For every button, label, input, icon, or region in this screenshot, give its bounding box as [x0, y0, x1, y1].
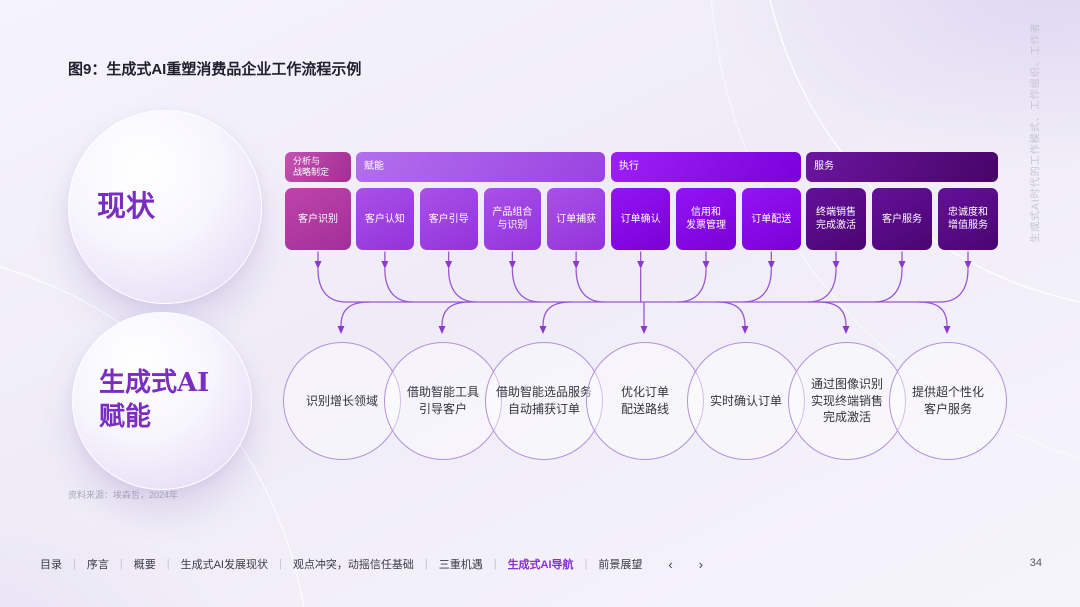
footer-separator: |: [119, 558, 123, 570]
footer-nav-item[interactable]: 生成式AI发展现状: [180, 559, 268, 571]
footer-nav-item[interactable]: 序言: [86, 559, 109, 571]
workflow-box: 产品组合 与识别: [483, 188, 542, 250]
phase-header: 执行: [611, 152, 801, 182]
phase-box-row: 客户认知客户引导产品组合 与识别订单捕获: [356, 188, 605, 250]
footer-nav-item[interactable]: 三重机遇: [438, 559, 483, 571]
figure-number: 图9：: [68, 61, 107, 78]
footer-separator: |: [278, 558, 282, 570]
ai-outcome-circle: 提供超个性化 客户服务: [889, 342, 1007, 460]
workflow-box: 信用和 发票管理: [676, 188, 736, 250]
footer-nav-item[interactable]: 生成式AI导航: [507, 559, 574, 571]
chapter-side-note: 生成式AI时代的工作模式、工作组织、工作者: [1030, 22, 1042, 243]
phase-header: 分析与 战略制定: [285, 152, 351, 182]
footer-nav: 目录 | 序言 | 概要 | 生成式AI发展现状 | 观点冲突，动摇信任基础 | 三重机遇 | 生成式A…: [40, 556, 703, 572]
ai-outcome-label: 实时确认订单: [709, 393, 782, 408]
prev-page-chevron[interactable]: ‹: [668, 556, 673, 572]
workflow-box: 客户识别: [285, 188, 351, 250]
footer-nav-item[interactable]: 概要: [133, 559, 156, 571]
footer-nav-item[interactable]: 前景展望: [598, 559, 643, 571]
footer-nav-item[interactable]: 目录: [40, 559, 62, 571]
ai-outcome-label: 借助智能工具 引导客户: [406, 385, 479, 416]
phase-header: 赋能: [356, 152, 605, 182]
workflow-box: 客户认知: [356, 188, 414, 250]
phase-box-row: 客户识别: [285, 188, 351, 250]
phase-header: 服务: [806, 152, 998, 182]
ai-outcome-circle: 实时确认订单: [687, 342, 805, 460]
ai-outcome-circle: 优化订单 配送路线: [586, 342, 704, 460]
workflow-box: 客户引导: [419, 188, 478, 250]
ai-outcome-label: 通过图像识别 实现终端销售 完成激活: [810, 376, 883, 425]
source-note: 资料来源：埃森哲，2024年: [68, 490, 179, 500]
current-state-bubble: 现状: [68, 110, 262, 304]
workflow-box: 忠诚度和 增值服务: [938, 188, 998, 250]
workflow-box: 订单确认: [611, 188, 671, 250]
ai-outcome-circle: 通过图像识别 实现终端销售 完成激活: [788, 342, 906, 460]
workflow-box: 终端销售 完成激活: [806, 188, 866, 250]
figure-title-text: 生成式AI重塑消费品企业工作流程示例: [106, 61, 362, 78]
footer-separator: |: [166, 558, 170, 570]
figure-title: 图9：生成式AI重塑消费品企业工作流程示例: [68, 58, 361, 79]
ai-outcome-circle: 识别增长领域: [283, 342, 401, 460]
phase-box-row: 终端销售 完成激活客户服务忠诚度和 增值服务: [806, 188, 998, 250]
ai-outcome-label: 识别增长领域: [305, 393, 378, 408]
workflow-box: 订单配送: [741, 188, 801, 250]
ai-outcome-label: 提供超个性化 客户服务: [911, 385, 984, 416]
page-number: 34: [1029, 557, 1042, 569]
footer-separator: |: [73, 558, 76, 570]
workflow-box: 订单捕获: [547, 188, 605, 250]
footer-nav-item[interactable]: 观点冲突，动摇信任基础: [292, 559, 414, 571]
phase-box-row: 订单确认信用和 发票管理订单配送: [611, 188, 801, 250]
current-state-label: 现状: [97, 189, 156, 224]
footer-separator: |: [584, 558, 588, 570]
footer-separator: |: [424, 558, 428, 570]
footer-separator: |: [493, 558, 497, 570]
ai-outcome-label: 优化订单 配送路线: [620, 385, 669, 416]
ai-outcome-circle: 借助智能选品服务 自动捕获订单: [485, 342, 603, 460]
next-page-chevron[interactable]: ›: [698, 556, 704, 572]
workflow-box: 客户服务: [872, 188, 932, 250]
ai-outcome-label: 借助智能选品服务 自动捕获订单: [495, 385, 592, 416]
